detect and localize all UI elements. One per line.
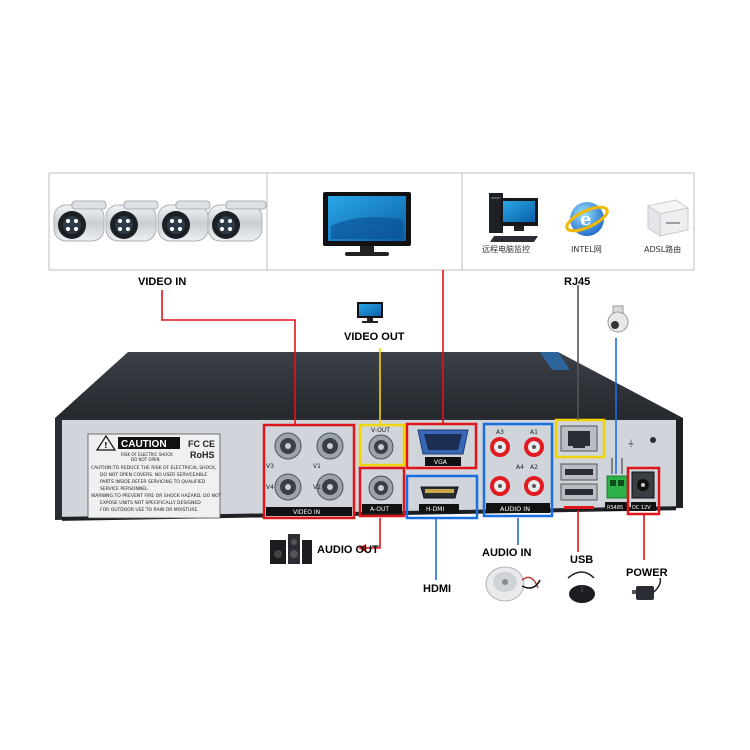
port-label-a1: A1 [530,429,538,436]
dc12v-plate: DC 12V [632,505,651,511]
audio-out-label: AUDIO OUT [317,544,379,556]
warning-line: CAUTION:TO REDUCE THE RISK OF ELECTRICAL… [91,465,217,471]
port-label-a3: A3 [496,429,504,436]
warning-line: DO NOT OPEN COVERS. NO USER SERVICEABLE [100,472,207,478]
pc-label: 远程电脑监控 [482,244,530,254]
port-label-v4: V4 [266,484,274,491]
audio-in-ports: A3 A1 A4 A2 AUDIO IN [482,422,554,518]
camera-icon [53,200,107,242]
video-in-label: VIDEO IN [138,276,186,288]
router-icon [646,199,690,237]
port-label-v3: V3 [266,463,274,470]
bnc-port-v3 [274,432,302,460]
vga-port: VGA [405,422,478,470]
fc-ce-mark: FC CE [188,439,215,449]
router-label: ADSL路由 [644,244,681,254]
bullet-cameras [53,200,267,242]
camera-icon [207,200,267,242]
svg-text:!: ! [104,441,108,450]
internet-label: INTEL网 [571,245,602,254]
video-out-label: VIDEO OUT [344,331,405,343]
video-in-ports: V3 V1 V4 V2 VIDEO IN [262,423,356,520]
camera-icon [157,200,211,242]
bnc-port-v4 [274,473,302,501]
speaker-icon [270,534,312,564]
rs485-plate: RS485 [607,505,623,511]
bnc-port-v2 [316,473,344,501]
port-label-v1: V1 [313,463,321,470]
vga-plate: VGA [434,459,448,466]
warning-line: FOR OUTDOOR USE TO RAIN OR MOISTURE. [100,507,199,513]
rj45-port [554,418,606,459]
rca-port-a3 [490,437,510,457]
camera-icon [105,200,159,242]
port-label-v2: V2 [313,484,321,491]
v-out-plate: V-OUT [371,427,390,434]
dc-power-jack: DC 12V [626,466,661,516]
power-label: POWER [626,567,668,579]
rca-port-a4 [490,476,510,496]
warning-line: PARTS INSIDE.REFER SERVICING TO QUALIFIE… [100,479,206,485]
arrow-icon [358,544,366,552]
caution-label: CAUTION ! FC CE RoHS RISK OF ELECTRIC SH… [87,433,221,519]
usb-ports [560,463,598,509]
rj45-label: RJ45 [564,276,590,288]
a-out-plate: A-OUT [370,506,389,513]
microphone-icon [485,566,541,602]
port-label-a2: A2 [530,464,538,471]
warning-line: WARNING:TO PREVENT FIRE OR SHOCK HAZARD,… [91,493,221,499]
caution-title: CAUTION [121,439,167,450]
monitor-icon [323,192,411,256]
small-monitor-icon [357,302,383,323]
ptz-camera-icon [607,305,629,333]
svg-text:e: e [580,209,591,230]
power-adapter-icon [632,577,662,600]
usb-label: USB [570,554,593,566]
bnc-port-v1 [316,432,344,460]
audio-in-label: AUDIO IN [482,547,532,559]
audio-out-port: A-OUT [358,466,406,518]
audio-in-plate: AUDIO IN [500,505,530,513]
caution-line-2: DO NOT OPEN [131,457,159,462]
video-out-port: V-OUT [358,423,406,467]
usb-mouse-icon [567,571,595,603]
warning-line: EXPOSE UNITS NOT SPECIFICALLY DESIGNED [100,500,201,506]
rca-port-a2 [524,476,544,496]
computer-icon [489,193,538,242]
video-in-plate: VIDEO IN [293,509,320,516]
rohs-mark: RoHS [190,450,215,460]
ground-screw [650,437,656,443]
connector-lines [161,270,645,580]
ground-symbol: ⏚ [627,439,635,448]
port-label-a4: A4 [516,464,524,471]
hdmi-label: HDMI [423,583,451,595]
warning-line: SERVICE PERSONNEL. [100,486,149,492]
rca-port-a1 [524,437,544,457]
caution-line-1: RISK OF ELECTRIC SHOCK [121,452,173,457]
hdmi-port: H-DMI [405,474,479,520]
internet-icon: e [565,202,609,236]
hdmi-plate: H-DMI [426,506,444,513]
